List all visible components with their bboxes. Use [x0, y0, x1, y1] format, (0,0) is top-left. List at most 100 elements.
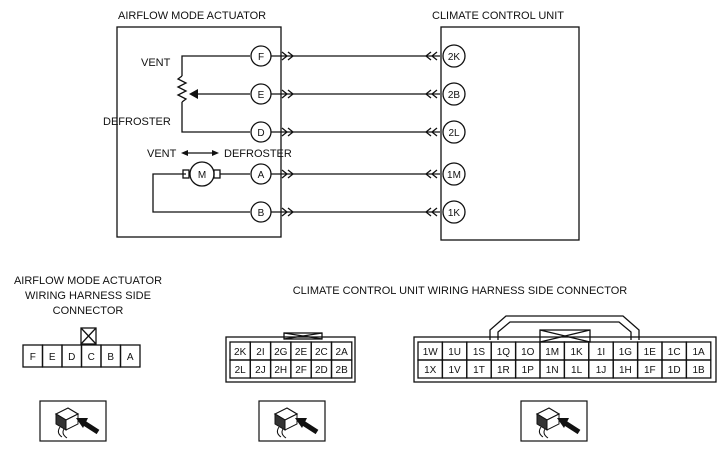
motor: M	[152, 161, 250, 213]
connector-cell-label: 1O	[521, 347, 535, 358]
actuator-pins: F E D A B	[250, 45, 272, 223]
chevron-left-icon	[424, 127, 432, 137]
chevron-left-icon	[424, 169, 432, 179]
chevron-right-icon	[287, 89, 295, 99]
chevron-left-icon	[430, 127, 438, 137]
wiper-arrow-icon	[189, 89, 198, 99]
connector-cell-label: 1N	[546, 365, 559, 376]
svg-text:M: M	[198, 170, 206, 181]
double-arrow-icon	[181, 150, 219, 156]
connector-cell-label: 1R	[497, 365, 510, 376]
ccu-pin-1k	[442, 200, 466, 224]
connector-cell-label: 1P	[522, 365, 535, 376]
connector-cell-label: 2C	[315, 347, 328, 358]
connector-cell-label: 1G	[619, 347, 633, 358]
connector-cell-label: 2F	[295, 365, 307, 376]
connector-plug-icon	[39, 400, 107, 442]
ccu-pin-1m	[442, 162, 466, 186]
connector-cell-label: 2H	[274, 365, 287, 376]
ccu-pin-label: 2L	[448, 128, 460, 139]
actuator-title: AIRFLOW MODE ACTUATOR	[118, 10, 266, 22]
label-defroster: DEFROSTER	[103, 116, 171, 128]
connector-cell-label: 1X	[424, 365, 437, 376]
ccu-connector-title: CLIMATE CONTROL UNIT WIRING HARNESS SIDE…	[293, 285, 628, 297]
connector-cell-label: 2B	[336, 365, 349, 376]
actuator-pin-d	[250, 121, 272, 143]
chevron-right-icon	[281, 51, 289, 61]
actuator-pin-f	[250, 45, 272, 67]
actuator-connector-cell-label: E	[49, 352, 56, 363]
chevron-right-icon	[287, 127, 295, 137]
actuator-connector-cell-label: B	[107, 352, 114, 363]
wires	[271, 51, 440, 217]
label-motor-vent: VENT	[147, 148, 177, 160]
ccu-box	[440, 26, 580, 241]
actuator-pin-label: D	[257, 128, 264, 139]
connector-cell-label: 1L	[571, 365, 583, 376]
chevron-left-icon	[424, 89, 432, 99]
connector-cell-label: 2L	[235, 365, 247, 376]
connector-plug-icon	[258, 400, 326, 442]
chevron-right-icon	[287, 169, 295, 179]
chevron-left-icon	[424, 51, 432, 61]
connector-cell-label: 1V	[448, 365, 461, 376]
connector-cell-label: 1U	[448, 347, 461, 358]
ccu-pin-2b	[442, 82, 466, 106]
connector-cell-label: 1I	[597, 347, 605, 358]
chevron-right-icon	[287, 207, 295, 217]
potentiometer	[176, 55, 250, 133]
chevron-left-icon	[430, 51, 438, 61]
connector-cell-label: 1B	[692, 365, 705, 376]
connector-cell-label: 2J	[255, 365, 266, 376]
connector-cell-label: 1E	[644, 347, 657, 358]
actuator-pin-e	[250, 83, 272, 105]
connector-plug-icon	[520, 400, 588, 442]
actuator-pin-label: E	[258, 90, 265, 101]
connector-cell-label: 2E	[295, 347, 308, 358]
actuator-pin-label: A	[258, 170, 265, 181]
chevron-left-icon	[430, 169, 438, 179]
motor-icon	[189, 161, 215, 187]
ccu-pin-label: 2B	[448, 90, 461, 101]
actuator-pin-b	[250, 201, 272, 223]
label-vent: VENT	[141, 57, 171, 69]
actuator-connector-title-line3: CONNECTOR	[53, 305, 124, 317]
ccu-connector-2: 2K 2I 2G 2E 2C 2A 2L 2J 2H 2F 2D 2B	[225, 332, 356, 383]
actuator-pin-a	[250, 163, 272, 185]
chevron-right-icon	[281, 89, 289, 99]
connector-cell-label: 1M	[545, 347, 559, 358]
ccu-pins: 2K 2B 2L 1M 1K	[442, 44, 466, 224]
ccu-pin-label: 1M	[447, 170, 461, 181]
connector-cell-label: 1J	[596, 365, 607, 376]
actuator-pin-label: F	[258, 52, 264, 63]
connector-cell-label: 1W	[423, 347, 439, 358]
chevron-left-icon	[430, 89, 438, 99]
ccu-pin-label: 1K	[448, 208, 461, 219]
connector-cell	[330, 359, 353, 379]
label-motor-defroster: DEFROSTER	[224, 148, 292, 160]
actuator-pin-label: B	[258, 208, 265, 219]
connector-cell-label: 1A	[692, 347, 705, 358]
chevron-left-icon	[430, 207, 438, 217]
connector-cell	[685, 359, 712, 379]
connector-cell-label: 2K	[234, 347, 247, 358]
connector-cell-label: 2I	[256, 347, 264, 358]
connector-cell-label: 2G	[274, 347, 288, 358]
actuator-connector-cell-label: F	[30, 352, 36, 363]
chevron-right-icon	[281, 207, 289, 217]
chevron-left-icon	[424, 207, 432, 217]
connector-cell-label: 2D	[315, 365, 328, 376]
connector-cell-label: 2A	[336, 347, 349, 358]
connector-cell-label: 1Q	[497, 347, 511, 358]
actuator-connector-title-line1: AIRFLOW MODE ACTUATOR	[14, 275, 162, 287]
actuator-connector-cell-label: C	[88, 352, 95, 363]
connector-cell-label: 1S	[473, 347, 486, 358]
actuator-connector-cell-label: D	[68, 352, 75, 363]
connector-lock-icon	[80, 327, 97, 345]
ccu-pin-label: 2K	[448, 52, 461, 63]
ccu-title: CLIMATE CONTROL UNIT	[432, 10, 564, 22]
chevron-right-icon	[281, 127, 289, 137]
